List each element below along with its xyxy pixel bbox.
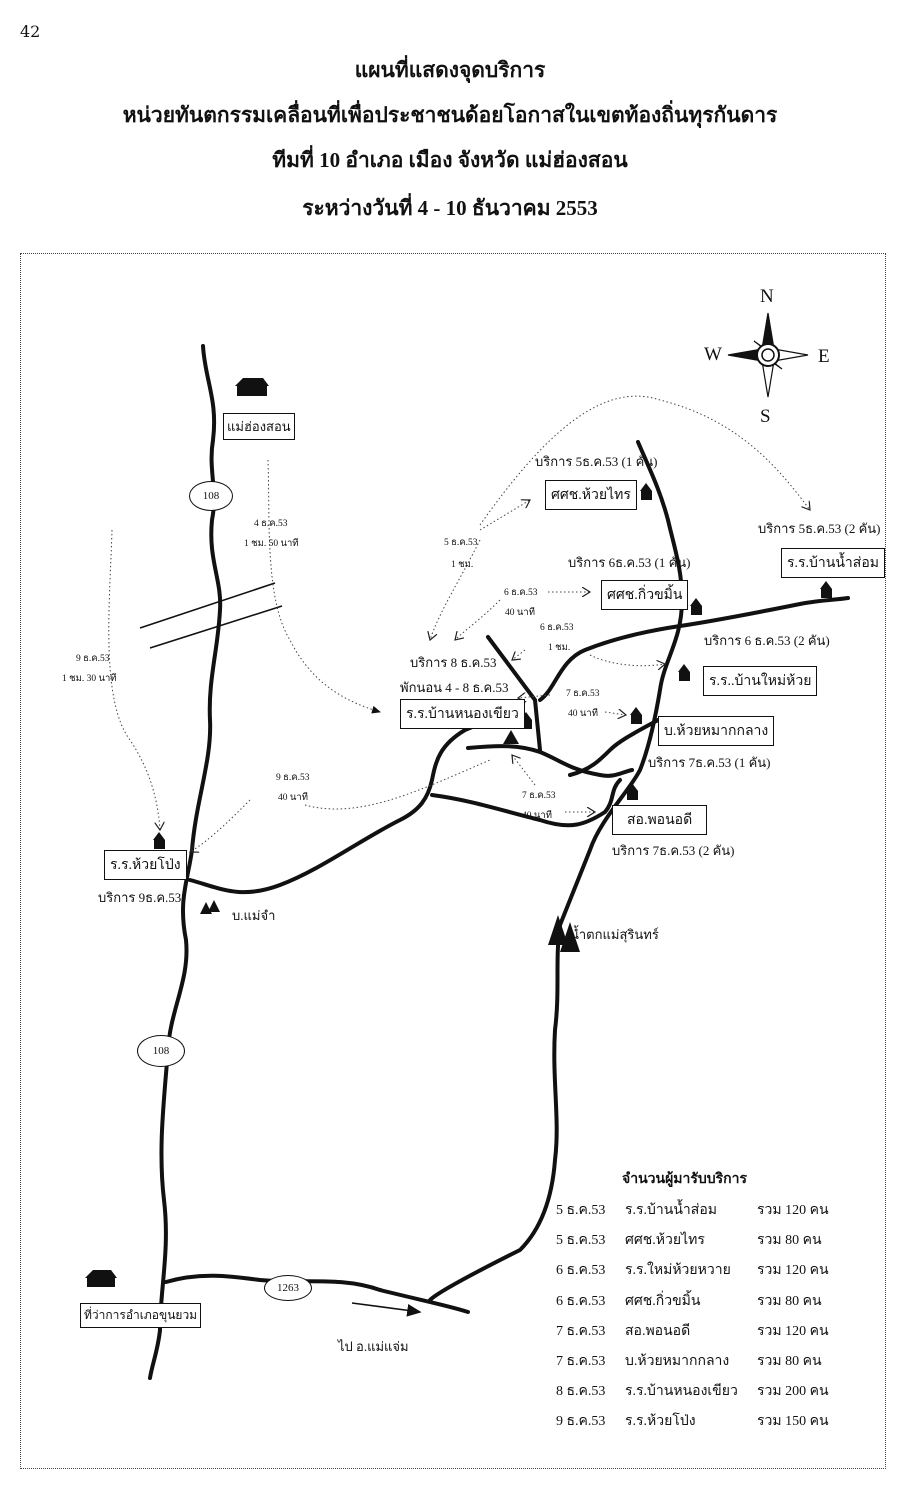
- place-huai-thai: ศศช.ห้วยไทร: [545, 480, 637, 510]
- route-6dec-d: [512, 649, 526, 660]
- summary-place: ร.ร.บ้านหนองเขียว: [625, 1384, 738, 1400]
- compass-w: W: [704, 344, 722, 365]
- summary-date: 9 ธ.ค.53: [556, 1414, 606, 1430]
- stay-nong-khiao: พักนอน 4 - 8 ธ.ค.53: [400, 680, 509, 695]
- route-9dec-c: [190, 799, 251, 852]
- road-badge-108-south: 108: [137, 1035, 185, 1067]
- summary-place: สอ.พอนอดี: [625, 1323, 691, 1339]
- summary-total: รวม 80 คน: [757, 1233, 822, 1249]
- service-huai-thai: บริการ 5ธ.ค.53 (1 คัน): [535, 454, 658, 469]
- place-huai-mak-klang: บ.ห้วยหมากกลาง: [658, 716, 775, 746]
- travel-date: 9 ธ.ค.53: [76, 654, 110, 664]
- place-kiu-khamin: ศศช.กิ่วขมิ้น: [601, 580, 689, 610]
- summary-total: รวม 120 คน: [757, 1263, 829, 1279]
- travel-time: 40 นาที: [278, 793, 308, 803]
- travel-date: 6 ธ.ค.53: [540, 623, 574, 633]
- road-badge-1263: 1263: [264, 1275, 312, 1301]
- service-nong-khiao: บริการ 8 ธ.ค.53: [410, 655, 497, 670]
- summary-date: 5 ธ.ค.53: [556, 1233, 606, 1249]
- travel-time: 40 นาที: [505, 608, 535, 618]
- travel-time: 1 ชม. 50 นาที: [244, 539, 299, 549]
- summary-total: รวม 80 คน: [757, 1293, 822, 1309]
- summary-date: 7 ธ.ค.53: [556, 1323, 606, 1339]
- place-huai-pong: ร.ร.ห้วยโป่ง: [104, 850, 187, 880]
- travel-time: 40 นาที: [522, 811, 552, 821]
- title-line-4: ระหว่างวันที่ 4 - 10 ธันวาคม 2553: [302, 196, 598, 220]
- travel-time: 1 ชม. 30 นาที: [62, 674, 117, 684]
- route-4dec: [267, 459, 381, 714]
- summary-total: รวม 150 คน: [757, 1414, 829, 1430]
- summary-date: 6 ธ.ค.53: [556, 1293, 606, 1309]
- page-number: 42: [20, 22, 41, 41]
- title-line-1: แผนที่แสดงจุดบริการ: [354, 58, 546, 82]
- compass-n: N: [760, 286, 774, 307]
- label-to-mae-chaem: ไป อ.แม่แจ่ม: [338, 1339, 409, 1354]
- road-east: [188, 703, 517, 895]
- summary-total: รวม 80 คน: [757, 1354, 822, 1369]
- service-huai-pong: บริการ 9ธ.ค.53: [98, 890, 182, 905]
- route-5dec-a: [479, 395, 810, 526]
- travel-time: 1 ชม.: [451, 560, 474, 570]
- road-1263: [164, 1273, 470, 1314]
- road-badge-108: 108: [189, 481, 233, 511]
- highway-line-2: [149, 605, 283, 649]
- house-icons: [85, 378, 832, 1287]
- summary-place: ศศช.กิ่วขมิ้น: [625, 1293, 701, 1309]
- summary-total: รวม 200 คน: [757, 1384, 829, 1400]
- route-7dec-b: [604, 712, 626, 715]
- route-5dec-c: [430, 539, 481, 640]
- route-7dec-a: [518, 695, 551, 698]
- map-frame: [20, 253, 886, 1469]
- summary-place: ศศช.ห้วยไทร: [625, 1233, 705, 1249]
- highway-line-1: [139, 582, 276, 629]
- summary-place: ร.ร.ใหม่ห้วยหวาย: [625, 1263, 731, 1279]
- route-6dec-a: [455, 599, 501, 640]
- summary-title: จำนวนผู้มารับบริการ: [622, 1172, 748, 1187]
- place-phon-o-di: สอ.พอนอดี: [612, 805, 708, 835]
- summary-place: ร.ร.บ้านน้ำส่อม: [625, 1203, 717, 1218]
- summary-date: 7 ธ.ค.53: [556, 1354, 606, 1369]
- place-nam-som: ร.ร.บ้านน้ำส่อม: [781, 548, 885, 578]
- summary-date: 6 ธ.ค.53: [556, 1263, 606, 1279]
- title-line-2: หน่วยทันตกรรมเคลื่อนที่เพื่อประชาชนด้อยโ…: [122, 103, 778, 127]
- service-kiu-khamin: บริการ 6ธ.ค.53 (1 คัน): [568, 555, 691, 570]
- compass-e: E: [818, 346, 830, 367]
- direction-arrow: [351, 1302, 422, 1317]
- summary-date: 8 ธ.ค.53: [556, 1384, 606, 1400]
- travel-time: 1 ชม.: [548, 643, 571, 653]
- compass-rose-icon: [727, 312, 809, 398]
- service-phon-o-di: บริการ 7ธ.ค.53 (2 คัน): [612, 843, 735, 858]
- travel-date: 6 ธ.ค.53: [504, 588, 538, 598]
- travel-date: 4 ธ.ค.53: [254, 519, 288, 529]
- travel-date: 9 ธ.ค.53: [276, 773, 310, 783]
- travel-time: 40 นาที: [568, 709, 598, 719]
- route-7dec-c: [512, 755, 536, 786]
- compass-s: S: [760, 406, 771, 427]
- route-9dec-b: [304, 759, 491, 810]
- summary-place: บ.ห้วยหมากกลาง: [625, 1354, 730, 1369]
- label-waterfall: น้ำตกแม่สุรินทร์: [570, 927, 659, 942]
- service-nam-som: บริการ 5ธ.ค.53 (2 คัน): [758, 521, 881, 536]
- route-5dec-b: [479, 500, 530, 531]
- label-mae-cham: บ.แม่จำ: [232, 908, 276, 923]
- summary-total: รวม 120 คน: [757, 1203, 829, 1218]
- title-line-3: ทีมที่ 10 อำเภอ เมือง จังหวัด แม่ฮ่องสอน: [272, 148, 628, 172]
- travel-date: 5 ธ.ค.53: [444, 538, 478, 548]
- service-huai-mak-klang: บริการ 7ธ.ค.53 (1 คัน): [648, 755, 771, 770]
- travel-date: 7 ธ.ค.53: [522, 791, 556, 801]
- service-mai-huai: บริการ 6 ธ.ค.53 (2 คัน): [704, 633, 830, 648]
- route-6dec-c: [589, 654, 665, 666]
- place-khun-yuam: ที่ว่าการอำเภอขุนยวม: [80, 1303, 202, 1328]
- place-nong-khiao: ร.ร.บ้านหนองเขียว: [400, 699, 525, 729]
- summary-total: รวม 120 คน: [757, 1323, 829, 1339]
- place-mai-huai: ร.ร..บ้านใหม่ห้วย: [703, 666, 818, 696]
- summary-place: ร.ร.ห้วยโป่ง: [625, 1414, 696, 1430]
- tree-icons: [548, 915, 580, 952]
- travel-date: 7 ธ.ค.53: [566, 689, 600, 699]
- summary-date: 5 ธ.ค.53: [556, 1203, 606, 1218]
- place-mae-hong-son: แม่ฮ่องสอน: [223, 413, 295, 440]
